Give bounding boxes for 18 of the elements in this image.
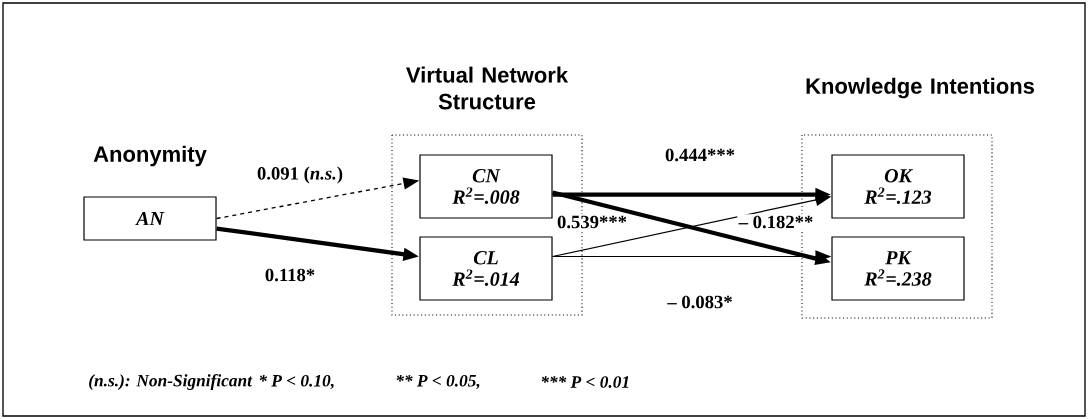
variable-box: OK R$^{2}$=.123: [831, 154, 965, 219]
node-label: Virtual Network Structure: [406, 66, 569, 110]
edge-label: 0.118*: [263, 267, 317, 283]
edge-label: – 0.083*: [666, 294, 734, 310]
edge-label: 0.539***: [555, 214, 629, 230]
note: * P < 0.10,: [259, 374, 334, 390]
variable-box: CL R$^{2}$=.014: [419, 236, 553, 301]
variable-box: PK R$^{2}$=.238: [831, 236, 965, 301]
variable-box: CN R$^{2}$=.008: [419, 154, 553, 219]
variable-box: AN: [83, 196, 217, 241]
edge-label: 0.091 (n.s.): [255, 165, 345, 185]
edge-label: 0.444***: [663, 147, 737, 163]
note: (n.s.): Non-Significant: [89, 374, 253, 390]
heading: Anonymity: [93, 145, 207, 167]
node-label: Knowledge Intentions: [806, 77, 1035, 99]
note: ** P < 0.05,: [396, 374, 480, 390]
edge-label: – 0.182**: [737, 214, 815, 230]
note: *** P < 0.01: [541, 376, 629, 388]
